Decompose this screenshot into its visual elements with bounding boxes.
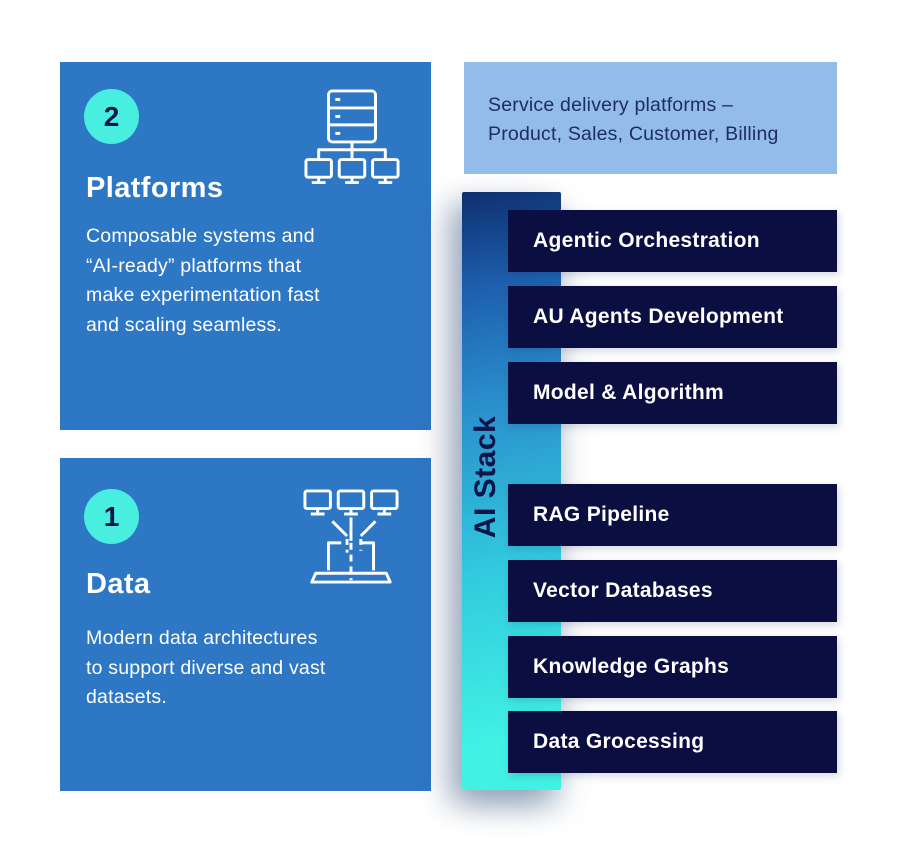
stack-item-vector-databases: Vector Databases: [508, 560, 837, 622]
card-description: Modern data architectures to support div…: [86, 624, 326, 713]
service-delivery-banner: Service delivery platforms – Product, Sa…: [464, 62, 837, 174]
card-title: Platforms: [86, 172, 224, 204]
card-title: Data: [86, 568, 151, 600]
description-line: Composable systems and: [86, 225, 315, 247]
description-line: and scaling seamless.: [86, 313, 283, 336]
data-card: 1: [60, 458, 431, 791]
banner-line: Product, Sales, Customer, Billing: [488, 122, 779, 145]
banner-line: Service delivery platforms –: [488, 94, 734, 116]
stack-item-model-algorithm: Model & Algorithm: [508, 362, 837, 424]
description-line: to support diverse and vast: [86, 656, 326, 679]
description-line: datasets.: [86, 686, 167, 708]
ai-stack-label: AI Stack: [469, 415, 502, 539]
step-number-badge: 1: [84, 489, 139, 544]
monitors-to-laptop-icon: [302, 488, 400, 586]
stack-item-knowledge-graphs: Knowledge Graphs: [508, 636, 837, 698]
step-number: 2: [103, 100, 120, 132]
step-number-badge: 2: [84, 89, 139, 144]
description-line: “AI-ready” platforms that: [86, 254, 302, 277]
platforms-card: 2 Plat: [60, 62, 431, 430]
description-line: Modern data architectures: [86, 627, 318, 649]
stack-item-data-grocessing: Data Grocessing: [508, 711, 837, 773]
stack-item-rag-pipeline: RAG Pipeline: [508, 484, 837, 546]
card-description: Composable systems and “AI-ready” platfo…: [86, 222, 320, 340]
stack-item-au-agents-development: AU Agents Development: [508, 286, 837, 348]
description-line: make experimentation fast: [86, 284, 320, 306]
step-number: 1: [103, 500, 120, 532]
server-network-icon: [303, 88, 401, 188]
stack-item-agentic-orchestration: Agentic Orchestration: [508, 210, 837, 272]
